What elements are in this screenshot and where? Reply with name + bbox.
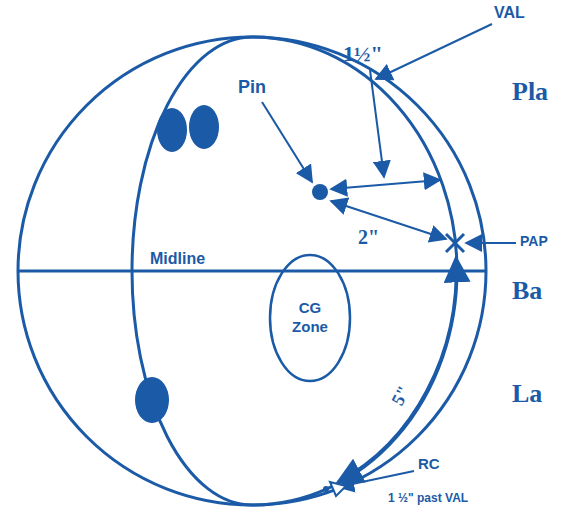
dimension-leader (370, 70, 384, 177)
pap-mark (446, 234, 464, 252)
grip-great-circle (132, 37, 252, 505)
rc-marker (330, 482, 346, 496)
rc-dot (323, 486, 329, 492)
dimension-label: 1½" (343, 42, 383, 66)
zone-outline (270, 255, 350, 381)
callout-label: RC (418, 456, 440, 473)
pin-leader (262, 102, 312, 182)
heading-fragment: Ba (512, 277, 542, 306)
finger-hole (189, 105, 219, 149)
midline (18, 270, 486, 273)
callout-label: Pin (238, 78, 266, 98)
pin-dot (312, 184, 328, 200)
thumb-hole (135, 377, 169, 423)
heading-fragment: Pla (512, 78, 548, 107)
dimension-label: 5" (388, 383, 414, 409)
ball-outline (18, 37, 486, 505)
pap-mark (446, 234, 464, 252)
zone-ellipse: CG Zone (268, 253, 352, 383)
note-label: 1 ½" past VAL (388, 492, 468, 505)
callout-label: VAL (494, 4, 525, 22)
val-line (252, 37, 457, 505)
axis-label: Midline (150, 250, 205, 268)
val-leader (376, 24, 492, 79)
rc-leader (338, 471, 414, 487)
callout-label: PAP (520, 234, 548, 249)
dimension-line (331, 180, 440, 189)
dimension-label: 2" (358, 226, 379, 248)
dimension-line (331, 201, 446, 239)
heading-fragment: La (512, 380, 542, 409)
dimension-arc (338, 258, 456, 482)
finger-hole (157, 108, 187, 152)
pap-leader (466, 242, 516, 244)
zone-label: CG Zone (286, 299, 334, 337)
